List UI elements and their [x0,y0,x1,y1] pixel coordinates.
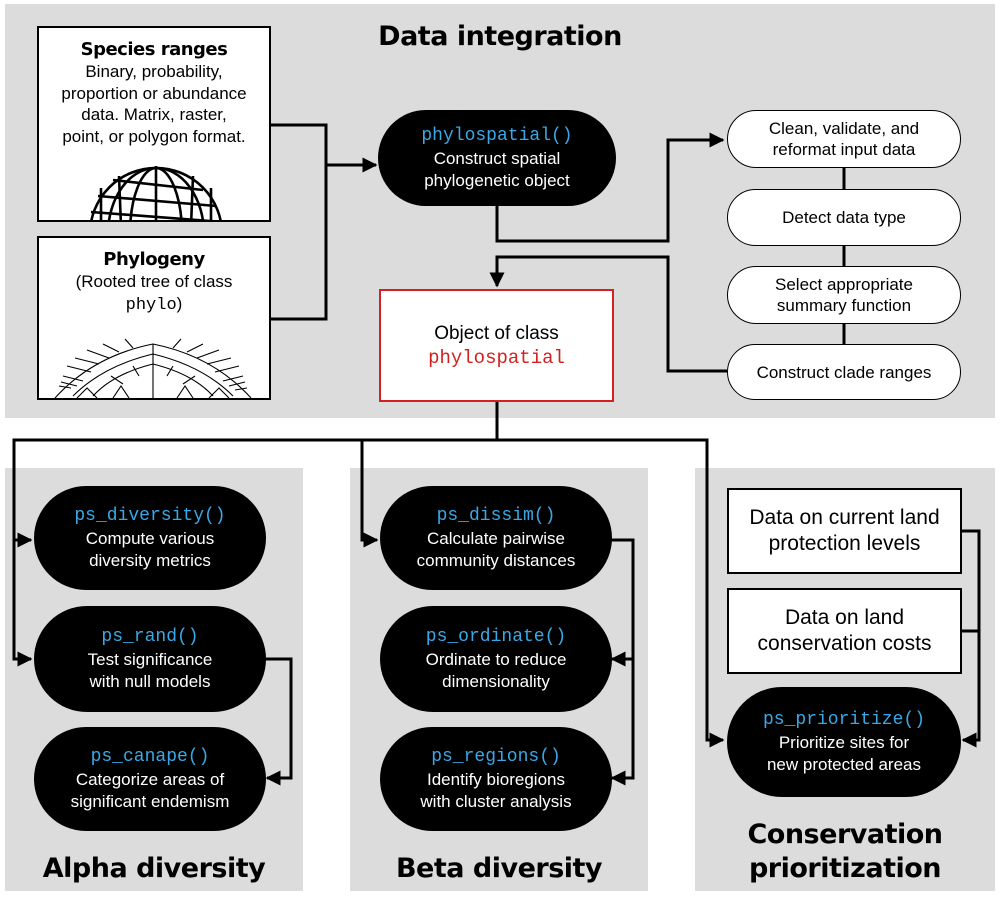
alpha-diversity-title: Alpha diversity [42,853,266,884]
construct-line-2: phylogenetic object [424,171,570,190]
conservation-costs-line-2: conservation costs [757,632,932,655]
phylospatial-object-box: Object of class phylospatial [379,289,614,402]
ps-rand-line-2: with null models [89,672,211,691]
to-prioritize-arrow [497,438,725,748]
to-dissim-arrow [360,440,379,548]
data-to-prioritize-arrow [961,529,981,748]
ps-prioritize-line-2: new protected areas [766,755,922,774]
phylospatial-construct-node: phylospatial() Construct spatial phyloge… [378,110,616,206]
phylogeny-box: Phylogeny (Rooted tree of class phylo) [37,236,271,400]
object-class-code: phylospatial [428,346,565,369]
step-detect-line-1: Detect data type [782,208,906,227]
ps-prioritize-function-name: ps_prioritize() [762,710,926,730]
ps-dissim-function-name: ps_dissim() [436,506,556,526]
ps-regions-function-name: ps_regions() [431,747,561,767]
phylo-class-code: phylo [125,296,177,315]
species-ranges-line-2: proportion or abundance [61,83,247,103]
phylogenetic-tree-icon [54,338,252,398]
ps-dissim-node: ps_dissim() Calculate pairwise community… [380,486,612,590]
construct-line-1: Construct spatial [433,149,561,168]
step-clean-line-2: reformat input data [772,140,916,159]
ps-dissim-line-1: Calculate pairwise [427,529,565,548]
step-construct-clade-ranges: Construct clade ranges [727,344,961,400]
ps-diversity-function-name: ps_diversity() [74,506,226,526]
species-connector [271,123,328,321]
step-select-line-2: summary function [776,296,912,315]
step-select-summary: Select appropriate summary function [727,266,961,324]
ps-rand-node: ps_rand() Test significance with null mo… [34,606,266,712]
ps-ordinate-line-2: dimensionality [442,672,550,691]
ps-regions-line-1: Identify bioregions [427,770,565,789]
ps-prioritize-node: ps_prioritize() Prioritize sites for new… [727,687,961,797]
species-ranges-line-1: Binary, probability, [85,62,223,81]
ps-diversity-node: ps_diversity() Compute various diversity… [34,486,266,590]
ps-canape-line-2: significant endemism [70,792,230,811]
object-line-1: Object of class [434,322,559,344]
step-clean-validate: Clean, validate, and reformat input data [727,110,961,168]
conservation-title-line2: prioritization [748,853,942,884]
conservation-title-line1: Conservation [747,819,943,850]
construct-to-steps-arrow [495,132,725,243]
species-ranges-box: Species ranges Binary, probability, prop… [37,26,271,222]
ps-canape-line-1: Categorize areas of [75,770,225,789]
phylogeny-title: Phylogeny [103,249,205,270]
conservation-costs-data-box: Data on land conservation costs [727,588,962,674]
phylogeny-line-2: phylo) [39,293,269,317]
ps-canape-node: ps_canape() Categorize areas of signific… [34,727,266,831]
ps-canape-function-name: ps_canape() [90,747,210,767]
ps-ordinate-node: ps_ordinate() Ordinate to reduce dimensi… [380,606,612,712]
species-ranges-line-3: data. Matrix, raster, [81,105,227,124]
step-clade-line-1: Construct clade ranges [756,362,932,382]
conservation-title: Conservation prioritization [695,818,995,886]
phylospatial-function-name: phylospatial() [421,126,573,146]
ps-diversity-line-1: Compute various [85,529,215,548]
steps-to-object-arrow [489,255,727,373]
step-select-line-1: Select appropriate [775,275,913,294]
species-ranges-title: Species ranges [80,39,228,60]
phylogeny-close-paren: ) [176,294,183,313]
land-protection-data-box: Data on current land protection levels [727,488,962,574]
ps-ordinate-function-name: ps_ordinate() [425,627,567,647]
phylogeny-line-1: (Rooted tree of class [75,272,233,291]
data-integration-title: Data integration [378,21,622,52]
rand-to-canape-arrow [264,657,293,786]
beta-diversity-title: Beta diversity [395,853,603,884]
ps-regions-line-2: with cluster analysis [420,792,572,811]
conservation-costs-line-1: Data on land [784,606,905,629]
step-clean-line-1: Clean, validate, and [768,119,920,138]
ps-regions-node: ps_regions() Identify bioregions with cl… [380,727,612,831]
ps-diversity-line-2: diversity metrics [89,551,211,570]
ps-dissim-line-2: community distances [416,551,576,570]
ps-prioritize-line-1: Prioritize sites for [778,733,910,752]
ps-rand-function-name: ps_rand() [101,627,199,647]
ps-rand-line-1: Test significance [87,650,213,669]
step-detect-data-type: Detect data type [727,189,961,246]
species-ranges-line-4: point, or polygon format. [62,126,246,146]
ps-ordinate-line-1: Ordinate to reduce [425,650,567,669]
land-protection-line-1: Data on current land [749,506,940,529]
land-protection-line-2: protection levels [768,532,921,555]
globe-icon [90,166,222,220]
